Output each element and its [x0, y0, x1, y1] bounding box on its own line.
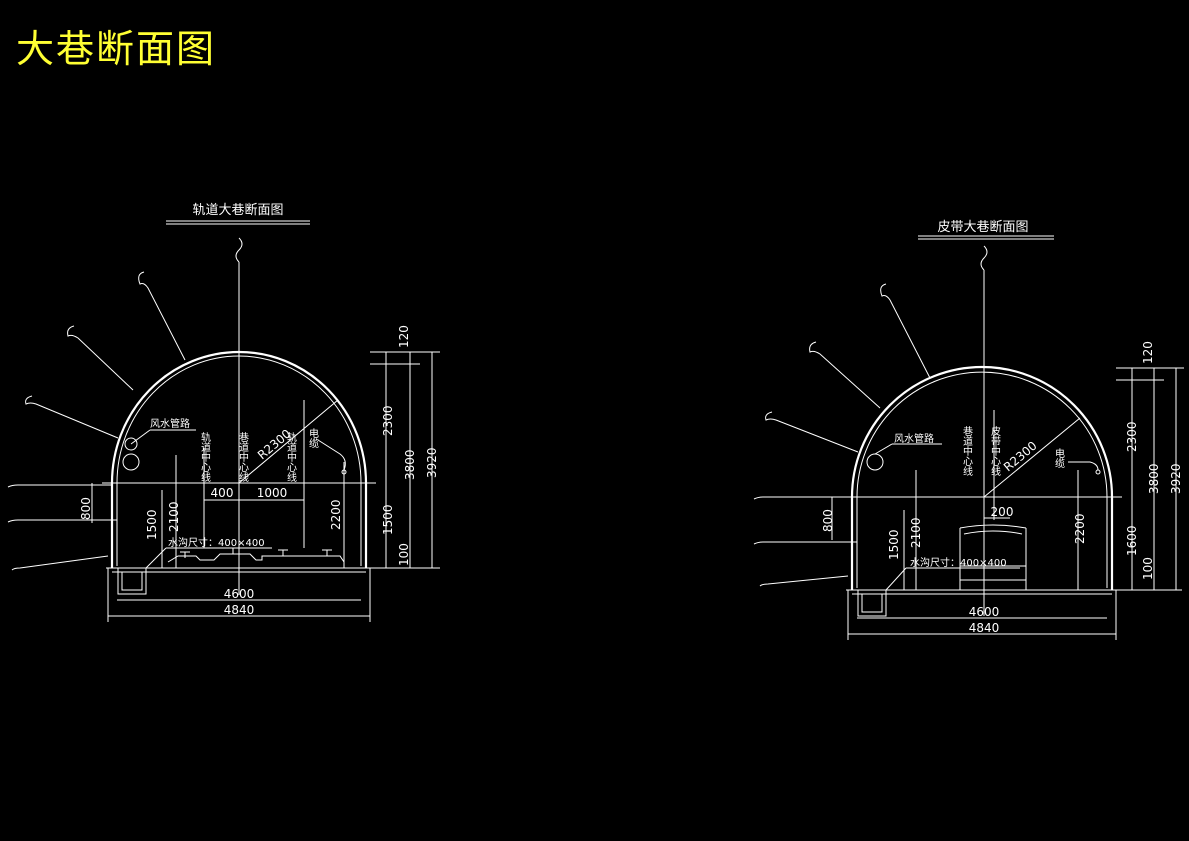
belt-cable-label: 电缆: [1053, 447, 1065, 468]
belt-conveyor: [959, 524, 1027, 590]
track-leader-1: [138, 271, 186, 361]
track-dim-2100: 2100: [167, 501, 181, 532]
track-dim-2200: 2200: [329, 499, 343, 530]
belt-drain-leader: [885, 567, 907, 591]
track-pipe-circle: [122, 453, 140, 471]
track-dim-3920: 3920: [425, 447, 439, 478]
track-section: 轨道大巷断面图 风水管路 电缆 R2300 轨道中心线 巷道中心: [7, 203, 440, 622]
belt-dim-2200: 2200: [1073, 513, 1087, 544]
track-ballast: [167, 553, 345, 563]
belt-dim-3920: 3920: [1169, 463, 1183, 494]
belt-pipe-circle: [866, 453, 884, 471]
belt-inner-outline: [856, 371, 1108, 588]
track-drain-inner: [121, 571, 143, 591]
belt-dim-1600: 1600: [1125, 525, 1139, 556]
track-pipe-label: 风水管路: [150, 417, 190, 430]
belt-pipe-leader: [874, 443, 893, 455]
track-dim-3800: 3800: [403, 449, 417, 480]
belt-drain-inner: [861, 593, 883, 613]
track-dim-400: 400: [211, 486, 234, 500]
belt-dim-3800: 3800: [1147, 463, 1161, 494]
belt-section: 皮带大巷断面图 风水管路 电缆 R2300 巷道中心线 皮带中心线 200 水沟…: [753, 220, 1184, 640]
track-drain: [117, 567, 147, 595]
belt-leader-4: [753, 496, 852, 500]
belt-dim-1500: 1500: [887, 529, 901, 560]
track-leader-2: [67, 325, 134, 391]
belt-dim-4600: 4600: [969, 605, 1000, 619]
belt-dim-200: 200: [991, 505, 1014, 519]
belt-cable-mark: [1095, 469, 1101, 475]
track-dim-1500a: 1500: [145, 509, 159, 540]
belt-dim-2300: 2300: [1125, 421, 1139, 452]
track-leader-3: [25, 395, 119, 439]
track-dim-800: 800: [79, 497, 93, 520]
belt-dim-120: 120: [1141, 341, 1155, 364]
belt-drain: [857, 589, 887, 617]
track-leader-4: [7, 484, 112, 488]
belt-pipe-label: 风水管路: [894, 432, 934, 445]
belt-radius-line: [983, 417, 1081, 498]
track-cable-leader: [317, 439, 346, 471]
track-pipe-leader: [130, 429, 151, 445]
belt-leader-2: [809, 341, 881, 409]
track-radius-line: [238, 399, 339, 484]
belt-dim-2100: 2100: [909, 517, 923, 548]
track-leader-6: [11, 555, 109, 571]
belt-cable-leader: [1068, 461, 1099, 471]
belt-centerline-break: [980, 245, 988, 271]
track-pipe-circle-2: [124, 437, 138, 451]
belt-leader-6: [759, 575, 849, 587]
belt-leader-3: [765, 411, 859, 453]
belt-leader-1: [880, 283, 931, 379]
belt-dim-100: 100: [1141, 557, 1155, 580]
belt-title: 皮带大巷断面图: [937, 220, 1028, 235]
belt-dim-4840: 4840: [969, 621, 1000, 635]
track-dim-1500b: 1500: [381, 504, 395, 535]
track-dim-100: 100: [397, 543, 411, 566]
track-dim-120: 120: [397, 325, 411, 348]
belt-center2-label: 皮带中心线: [989, 425, 1001, 476]
main-title: 大巷断面图: [16, 27, 217, 71]
track-dim-1000: 1000: [257, 486, 288, 500]
belt-center1-label: 巷道中心线: [961, 426, 973, 476]
belt-leader-5: [753, 541, 857, 545]
track-dim-4600: 4600: [224, 587, 255, 601]
track-dim-2300: 2300: [381, 405, 395, 436]
track-center3-label: 轨道中心线: [285, 431, 297, 482]
track-title: 轨道大巷断面图: [192, 203, 283, 218]
belt-drain-label: 水沟尺寸：400×400: [910, 556, 1007, 569]
belt-outline: [850, 365, 1114, 590]
track-cable-label: 电缆: [307, 427, 319, 448]
track-dim-4840: 4840: [224, 603, 255, 617]
track-drain-leader: [145, 547, 167, 569]
belt-dim-800: 800: [821, 509, 835, 532]
track-centerline-break: [235, 237, 243, 263]
track-leader-5: [7, 519, 117, 523]
track-center2-label: 巷道中心线: [237, 432, 249, 482]
track-drain-label: 水沟尺寸：400×400: [168, 536, 265, 549]
